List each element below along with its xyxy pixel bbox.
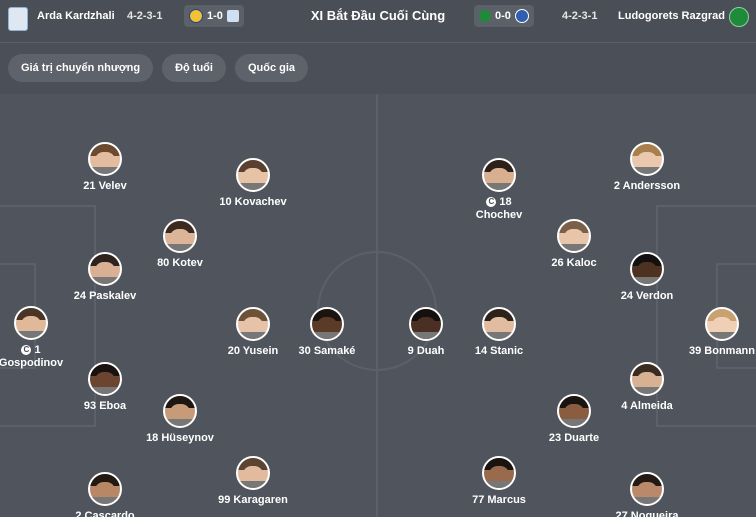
player-name: 14 Stanic bbox=[474, 345, 524, 357]
filter-chips: Giá trị chuyển nhượng Độ tuổi Quốc gia bbox=[8, 54, 309, 82]
player-avatar[interactable] bbox=[630, 362, 664, 396]
match-header: Arda Kardzhali 4-2-3-1 1-0 XI Bắt Đầu Cu… bbox=[0, 0, 756, 43]
player-name: 18 Hüseynov bbox=[146, 432, 214, 444]
home-player[interactable]: 80 Kotev bbox=[125, 219, 235, 270]
home-team-name[interactable]: Arda Kardzhali bbox=[37, 10, 115, 22]
player-name: 2 Cascardo bbox=[75, 510, 135, 517]
home-player[interactable]: 24 Paskalev bbox=[50, 252, 160, 303]
away-team-name[interactable]: Ludogorets Razgrad bbox=[618, 10, 725, 22]
home-formation: 4-2-3-1 bbox=[127, 10, 163, 22]
away-player[interactable]: 24 Verdon bbox=[592, 252, 702, 303]
home-penalty-box bbox=[0, 205, 96, 427]
captain-badge-icon: C bbox=[486, 197, 497, 208]
home-player[interactable]: 18 Hüseynov bbox=[125, 394, 235, 445]
player-name: 21 Velev bbox=[83, 180, 127, 192]
ludogorets-mini-logo-icon bbox=[479, 10, 491, 22]
arda-kardzhali-logo-icon[interactable] bbox=[8, 7, 28, 31]
away-player[interactable]: 23 Duarte bbox=[519, 394, 629, 445]
player-name: 39 Bonmann bbox=[688, 345, 755, 357]
opponent-logo-icon bbox=[189, 9, 203, 23]
away-penalty-box bbox=[656, 205, 756, 427]
home-score-badge: 1-0 bbox=[184, 5, 244, 27]
home-player[interactable]: 2 Cascardo bbox=[50, 472, 160, 517]
player-name: 9 Duah bbox=[407, 345, 445, 357]
player-avatar[interactable] bbox=[236, 456, 270, 490]
player-avatar[interactable] bbox=[409, 307, 443, 341]
player-avatar[interactable] bbox=[630, 252, 664, 286]
home-player[interactable]: 93 Eboa bbox=[50, 362, 160, 413]
player-name: 27 Nogueira bbox=[615, 510, 679, 517]
player-name: 93 Eboa bbox=[83, 400, 127, 412]
away-score: 0-0 bbox=[495, 10, 511, 22]
player-avatar[interactable] bbox=[630, 472, 664, 506]
home-player[interactable]: 21 Velev bbox=[50, 142, 160, 193]
opponent-logo-icon bbox=[514, 9, 529, 23]
player-avatar[interactable] bbox=[88, 252, 122, 286]
away-player[interactable]: 39 Bonmann bbox=[667, 307, 756, 358]
page-title: XI Bắt Đầu Cuối Cùng bbox=[310, 8, 446, 23]
player-avatar[interactable] bbox=[163, 219, 197, 253]
player-avatar[interactable] bbox=[88, 362, 122, 396]
player-avatar[interactable] bbox=[236, 307, 270, 341]
player-name: 10 Kovachev bbox=[219, 196, 287, 208]
ludogorets-logo-icon[interactable] bbox=[729, 7, 749, 27]
home-player[interactable]: 10 Kovachev bbox=[198, 158, 308, 209]
player-avatar[interactable] bbox=[88, 472, 122, 506]
away-score-badge: 0-0 bbox=[474, 5, 534, 27]
player-avatar[interactable] bbox=[557, 394, 591, 428]
away-formation: 4-2-3-1 bbox=[562, 10, 598, 22]
player-name: 2 Andersson bbox=[613, 180, 681, 192]
away-player[interactable]: 2 Andersson bbox=[592, 142, 702, 193]
player-avatar[interactable] bbox=[88, 142, 122, 176]
player-name: 24 Verdon bbox=[620, 290, 674, 302]
away-player[interactable]: 77 Marcus bbox=[444, 456, 554, 507]
player-avatar[interactable] bbox=[236, 158, 270, 192]
player-avatar[interactable] bbox=[630, 142, 664, 176]
player-name: 24 Paskalev bbox=[73, 290, 137, 302]
filter-nationality[interactable]: Quốc gia bbox=[234, 54, 309, 82]
player-name: 23 Duarte bbox=[548, 432, 600, 444]
player-name: 4 Almeida bbox=[621, 400, 673, 412]
player-name: 26 Kaloc bbox=[551, 257, 597, 269]
player-name: 80 Kotev bbox=[157, 257, 203, 269]
away-player[interactable]: 14 Stanic bbox=[444, 307, 554, 358]
player-avatar[interactable] bbox=[163, 394, 197, 428]
player-avatar[interactable] bbox=[310, 307, 344, 341]
away-player[interactable]: 26 Kaloc bbox=[519, 219, 629, 270]
away-player[interactable]: 9 Duah bbox=[371, 307, 481, 358]
away-player[interactable]: 4 Almeida bbox=[592, 362, 702, 413]
player-avatar[interactable] bbox=[705, 307, 739, 341]
arda-mini-logo-icon bbox=[226, 10, 239, 22]
home-score: 1-0 bbox=[207, 10, 223, 22]
captain-badge-icon: C bbox=[21, 345, 32, 356]
player-avatar[interactable] bbox=[14, 306, 48, 340]
away-player[interactable]: 27 Nogueira bbox=[592, 472, 702, 517]
filter-market-value[interactable]: Giá trị chuyển nhượng bbox=[8, 54, 154, 82]
player-avatar[interactable] bbox=[482, 456, 516, 490]
home-player[interactable]: 20 Yusein bbox=[198, 307, 308, 358]
player-name: 99 Karagaren bbox=[218, 494, 288, 506]
filter-age[interactable]: Độ tuổi bbox=[162, 54, 226, 82]
home-player[interactable]: 99 Karagaren bbox=[198, 456, 308, 507]
player-avatar[interactable] bbox=[482, 158, 516, 192]
player-avatar[interactable] bbox=[482, 307, 516, 341]
home-player[interactable]: 30 Samaké bbox=[272, 307, 382, 358]
player-name: 77 Marcus bbox=[472, 494, 526, 506]
player-name: 30 Samaké bbox=[298, 345, 356, 357]
player-name: 20 Yusein bbox=[227, 345, 279, 357]
player-avatar[interactable] bbox=[557, 219, 591, 253]
